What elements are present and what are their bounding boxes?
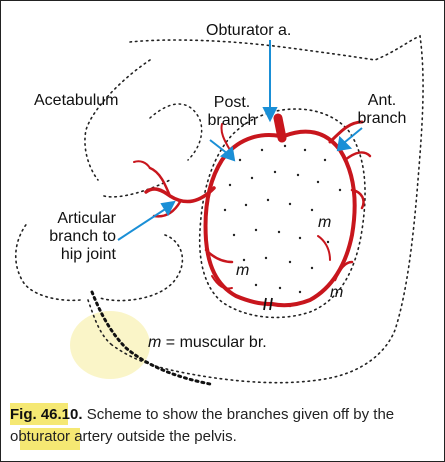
anterior-branch-label-line2: branch: [354, 110, 410, 128]
anterior-branch: [272, 132, 355, 306]
obturator-artery-label: Obturator a.: [206, 22, 291, 40]
muscular-mark: m: [318, 214, 331, 232]
muscular-branch: [318, 236, 330, 260]
posterior-branch-label-line2: branch: [204, 112, 260, 130]
posterior-branch-label: Post. branch: [204, 94, 260, 130]
articular-branch-label: Articular branch to hip joint: [22, 210, 116, 264]
articular-branch-label-line3: hip joint: [22, 246, 116, 264]
articular-branch-label-line1: Articular: [22, 210, 116, 228]
legend-symbol: m: [148, 334, 161, 351]
articular-branch-label-line2: branch to: [22, 228, 116, 246]
highlight-smudge: [70, 311, 150, 379]
pointer-arrows: [118, 40, 362, 240]
acetabulum-label: Acetabulum: [34, 92, 119, 110]
muscular-mark: m: [236, 262, 249, 280]
legend: m = muscular br.: [148, 334, 267, 352]
articular-twig: [134, 161, 150, 168]
figure-caption: Fig. 46.10. Scheme to show the branches …: [10, 404, 438, 448]
legend-text: = muscular br.: [161, 334, 266, 351]
muscular-mark: m: [330, 284, 343, 302]
anterior-branch-label-line1: Ant.: [354, 92, 410, 110]
acetabulum-rim: [150, 104, 202, 160]
muscular-branch: [345, 153, 370, 160]
articular-pointer: [118, 206, 170, 240]
articular-branch: [146, 188, 214, 202]
figure-number: Fig. 46.10.: [10, 406, 83, 423]
anterior-branch-label: Ant. branch: [354, 92, 410, 128]
posterior-branch-label-line1: Post.: [204, 94, 260, 112]
